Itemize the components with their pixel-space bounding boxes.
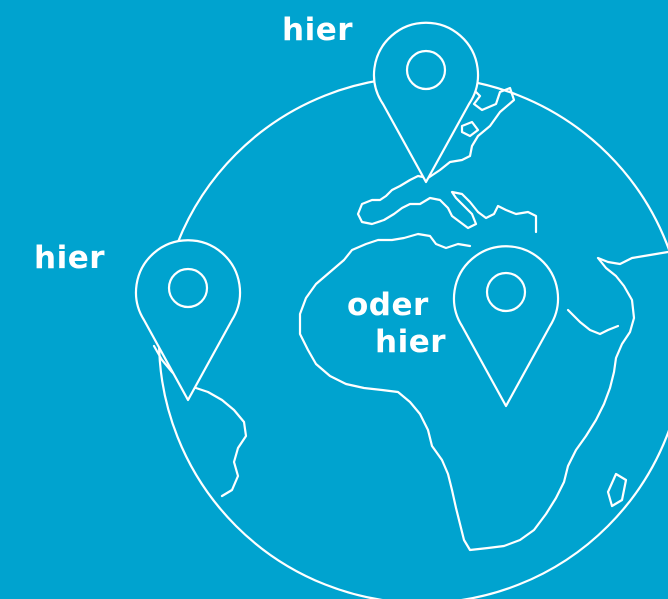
- label-center-line1: oder: [347, 287, 429, 323]
- map-pin-icon: [134, 239, 242, 402]
- map-pin-hole: [405, 49, 447, 91]
- map-pin-icon: [372, 21, 480, 184]
- label-center-line2: hier: [375, 324, 447, 360]
- arabia-detail: [566, 308, 620, 336]
- madagascar-outline: [606, 472, 628, 508]
- europe-island: [460, 120, 480, 138]
- label-top-pin: hier: [282, 12, 354, 48]
- africa-outline: [298, 232, 668, 552]
- europe-outline: [356, 76, 538, 234]
- label-left-pin: hier: [34, 240, 106, 276]
- map-pin-hole: [167, 267, 209, 309]
- map-pin-hole: [485, 271, 527, 313]
- map-pin-icon: [452, 245, 560, 408]
